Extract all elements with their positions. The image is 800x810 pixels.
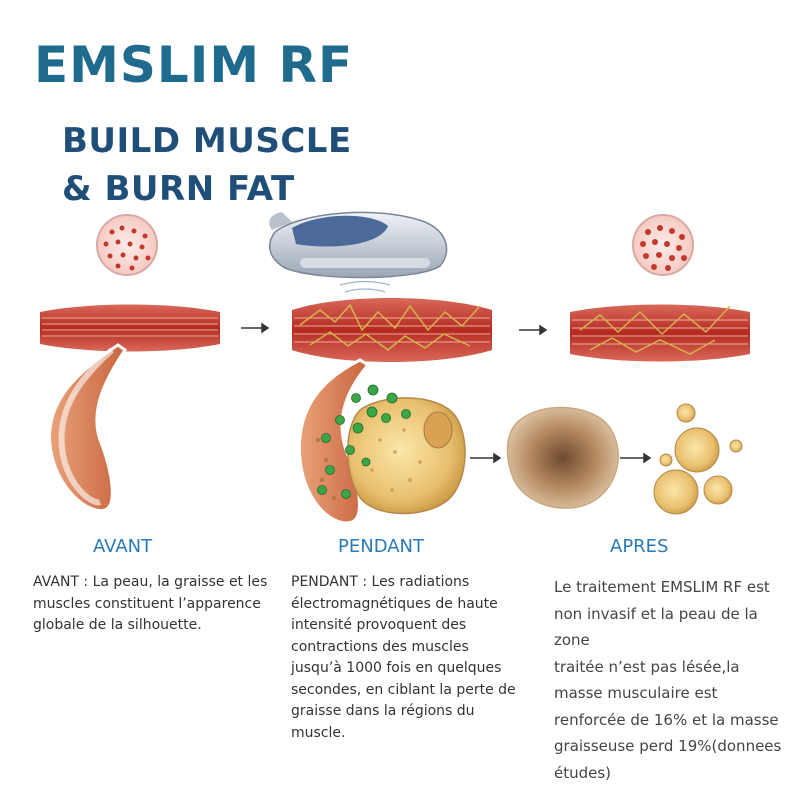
skin-sample-icon xyxy=(96,214,158,276)
arrow-right-icon xyxy=(620,452,652,464)
nerve-fat-icon xyxy=(48,343,128,513)
muscle-fiber-icon xyxy=(40,304,220,352)
skin-sample-icon xyxy=(632,214,694,276)
headline-line-1: BUILD MUSCLE xyxy=(62,121,352,161)
arrow-right-icon xyxy=(470,452,502,464)
energy-particle-icon xyxy=(317,384,411,499)
stage-description-pendant: PENDANT : Les radiations électromagnétiq… xyxy=(291,574,516,741)
fat-cell-icon xyxy=(347,397,466,515)
muscle-fiber-icon xyxy=(570,304,750,362)
arrow-right-icon xyxy=(241,322,270,334)
stage-label-avant: AVANT xyxy=(93,536,153,557)
brand-title: EMSLIM RF xyxy=(34,36,354,94)
stage-description-avant: AVANT : La peau, la graisse et les muscl… xyxy=(33,574,268,633)
fat-cell-icon xyxy=(506,406,619,509)
headline-line-2: & BURN FAT xyxy=(62,169,295,209)
stage-label-pendant: PENDANT xyxy=(338,536,425,557)
emslim-device-icon xyxy=(268,211,448,293)
fat-cell-icon xyxy=(653,403,743,515)
stage-label-apres: APRES xyxy=(610,536,669,557)
muscle-fiber-icon xyxy=(292,298,492,362)
stage-description-apres: Le traitement EMSLIM RF est non invasif … xyxy=(554,578,782,782)
arrow-right-icon xyxy=(519,324,548,336)
